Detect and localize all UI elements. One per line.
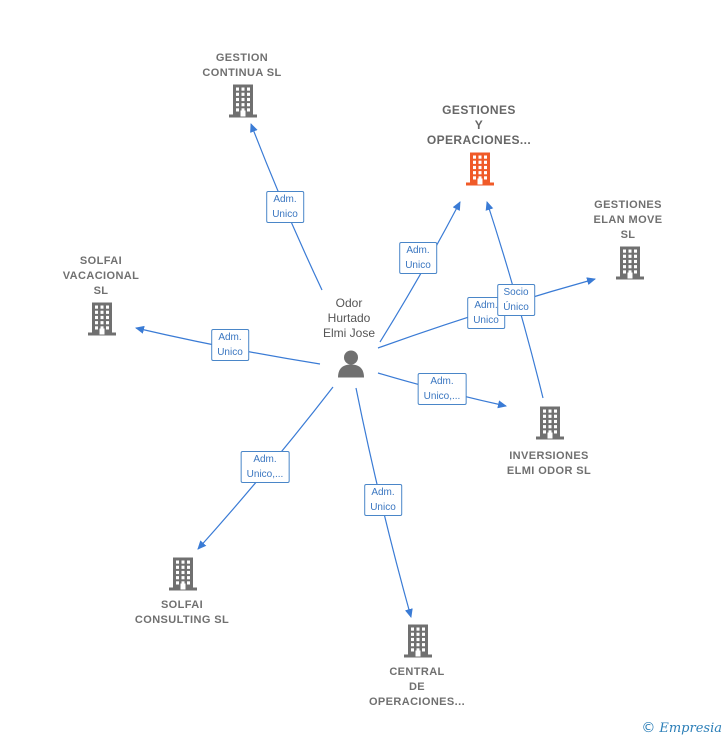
edge-label[interactable]: Adm. Unico — [399, 242, 437, 274]
edge-label-line: Unico — [370, 502, 396, 513]
building-icon[interactable] — [464, 151, 496, 192]
brand-footer: ©Empresia — [641, 720, 722, 736]
company-label-gestiones-elan-move[interactable]: GESTIONES ELAN MOVE SL — [594, 198, 663, 243]
person-name-line: Odor — [335, 296, 363, 310]
edge-label-line: Adm. — [371, 487, 395, 498]
company-label-line: SOLFAI — [79, 255, 123, 267]
building-icon[interactable] — [227, 83, 259, 124]
copyright-icon: © — [641, 720, 656, 736]
person-name-line: Elmi Jose — [322, 326, 376, 340]
brand-name[interactable]: Empresia — [659, 721, 722, 736]
edge-label-line: Unico — [405, 260, 431, 271]
edge-label[interactable]: Adm. Unico,... — [417, 373, 467, 405]
edge-label-line: Unico,... — [423, 391, 461, 402]
edge-label-line: Adm. — [430, 376, 454, 387]
company-label-solfai-vacacional[interactable]: SOLFAI VACACIONAL SL — [63, 254, 140, 299]
company-label-central-operaciones[interactable]: CENTRAL DE OPERACIONES... — [369, 665, 465, 710]
edge-label-line: Unico — [272, 209, 298, 220]
company-label-line: INVERSIONES — [509, 450, 589, 462]
company-label-line: CONSULTING SL — [134, 614, 230, 626]
company-label-line: SOLFAI — [160, 599, 204, 611]
edge-label[interactable]: Adm. Unico,... — [240, 451, 290, 483]
edge-label[interactable]: Adm. Unico — [211, 329, 249, 361]
edge-label[interactable]: Adm. Unico — [266, 191, 304, 223]
company-label-gestion-continua[interactable]: GESTION CONTINUA SL — [202, 51, 281, 81]
company-label-line: VACACIONAL — [62, 270, 140, 282]
company-label-line: OPERACIONES... — [426, 133, 532, 147]
edge-label-line: Unico — [473, 315, 499, 326]
company-label-line: GESTIONES — [442, 103, 516, 117]
company-label-line: GESTIONES — [594, 199, 662, 211]
company-label-line: CENTRAL — [389, 666, 445, 678]
company-label-line: CONTINUA SL — [202, 67, 282, 79]
company-label-line: SL — [93, 285, 109, 297]
company-label-line: ELMI ODOR SL — [506, 465, 592, 477]
edge-label-line: Adm. — [406, 245, 430, 256]
company-label-line: Y — [474, 118, 484, 132]
edge-label-line: Unico,... — [246, 469, 284, 480]
company-label-solfai-consulting[interactable]: SOLFAI CONSULTING SL — [135, 598, 229, 628]
building-icon[interactable] — [86, 301, 118, 342]
company-label-line: ELAN MOVE — [593, 214, 663, 226]
edge-label-line: Único — [503, 302, 529, 313]
edge-label-line: Adm. — [474, 300, 498, 311]
person-icon[interactable] — [336, 349, 366, 384]
person-name-line: Hurtado — [327, 311, 371, 325]
building-icon[interactable] — [534, 405, 566, 446]
edge-label-line: Adm. — [273, 194, 297, 205]
edge-label-line: Socio — [503, 287, 529, 298]
edge-label-line: Unico — [217, 347, 243, 358]
building-icon[interactable] — [402, 623, 434, 664]
company-label-inversiones-elmi-odor[interactable]: INVERSIONES ELMI ODOR SL — [507, 449, 591, 479]
company-label-line: DE — [408, 681, 426, 693]
company-label-line: OPERACIONES... — [368, 696, 466, 708]
edge-label[interactable]: Adm. Unico — [364, 484, 402, 516]
edge-label-line: Adm. — [253, 454, 277, 465]
building-icon[interactable] — [614, 245, 646, 286]
edge-label-line: Adm. — [218, 332, 242, 343]
company-label-line: SL — [620, 229, 636, 241]
company-label-line: GESTION — [215, 52, 269, 64]
building-icon[interactable] — [167, 556, 199, 597]
